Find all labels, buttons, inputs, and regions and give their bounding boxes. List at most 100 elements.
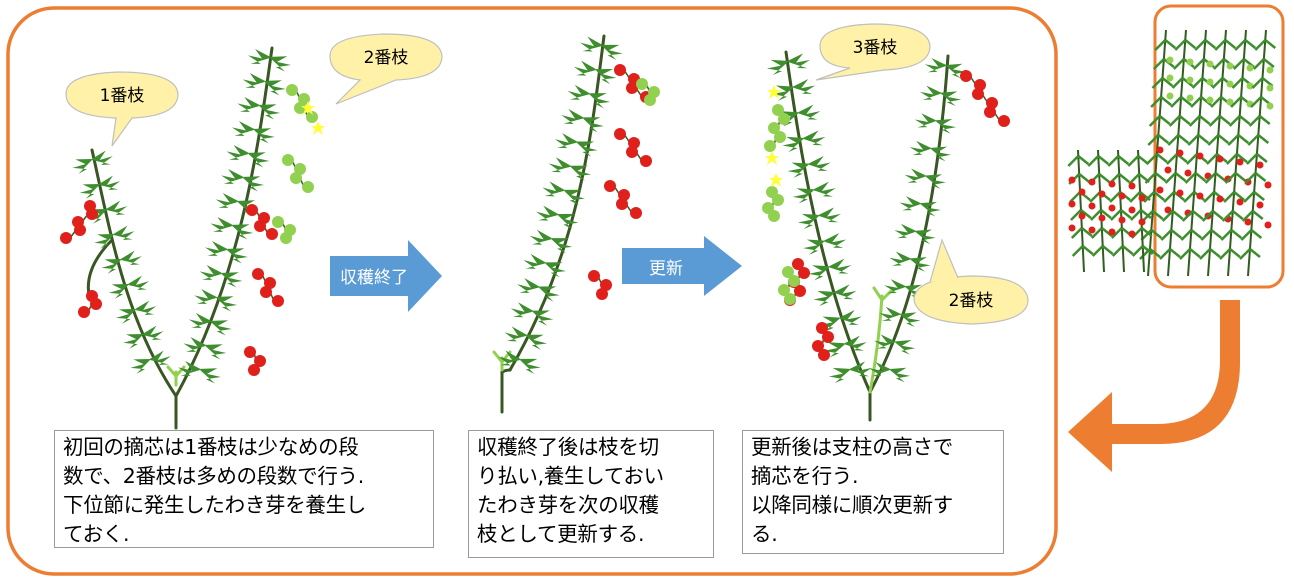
plant-stem bbox=[1236, 153, 1248, 163]
red-fruit bbox=[640, 155, 652, 167]
plant-stem bbox=[1153, 191, 1165, 201]
leaf bbox=[801, 231, 848, 256]
leaf bbox=[515, 276, 562, 303]
callout-branch3-text: 3番枝 bbox=[853, 38, 898, 58]
plant-stem bbox=[1170, 96, 1182, 108]
plant-fruit bbox=[1244, 218, 1252, 226]
plant-stem bbox=[1100, 209, 1112, 219]
plant-stem bbox=[1238, 115, 1251, 125]
plant-stem bbox=[1184, 172, 1197, 184]
arrow-harvest-end: 収穫終了 bbox=[330, 240, 442, 312]
green-fruit bbox=[764, 140, 776, 152]
plant-stem bbox=[1190, 229, 1203, 239]
plant-stem bbox=[1156, 153, 1168, 163]
plant-fruit bbox=[1108, 180, 1116, 188]
plant-stem bbox=[1206, 153, 1218, 165]
red-fruit bbox=[960, 70, 972, 82]
green-fruit bbox=[644, 94, 656, 106]
red-fruit bbox=[798, 267, 810, 279]
plant-stem bbox=[1210, 96, 1222, 108]
plant-fruit bbox=[1138, 218, 1146, 226]
plant-stem bbox=[1146, 153, 1158, 165]
plant-fruit bbox=[1078, 212, 1086, 220]
plant-stem bbox=[1219, 248, 1231, 260]
plant-fruit bbox=[1246, 64, 1254, 72]
plant-stem bbox=[1178, 115, 1191, 125]
leaf bbox=[908, 139, 953, 163]
plant-stem bbox=[1164, 39, 1177, 49]
plant-fruit bbox=[1236, 158, 1244, 166]
plant-stem bbox=[1194, 172, 1207, 182]
red-fruit bbox=[812, 340, 824, 352]
plant-fruit bbox=[1166, 92, 1174, 100]
plant-stem bbox=[1197, 134, 1210, 144]
callout-branch1-text: 1番枝 bbox=[100, 86, 145, 106]
plant-fruit bbox=[1088, 178, 1096, 186]
plant-stem bbox=[1171, 77, 1184, 89]
caption-initial-topping: 初回の摘芯は1番枝は少なめの段 数で、2番枝は多めの段数で行う. 下位節に発生し… bbox=[54, 430, 434, 548]
plant-stem bbox=[1158, 115, 1171, 125]
plant-stem bbox=[1159, 248, 1171, 260]
flower bbox=[301, 101, 315, 115]
plant-fruit bbox=[1226, 80, 1234, 88]
red-fruit bbox=[986, 97, 998, 109]
plant-stem bbox=[1166, 153, 1178, 165]
plant-stem bbox=[1157, 134, 1170, 144]
plant-stem bbox=[1081, 245, 1094, 255]
caption-after-renewal: 更新後は支柱の高さで 摘芯を行う. 以降同様に順次更新す る. bbox=[742, 430, 1004, 554]
green-fruit bbox=[280, 232, 292, 244]
plant-fruit bbox=[1068, 224, 1076, 232]
plant-stem bbox=[1254, 39, 1267, 51]
fruit-clusters bbox=[60, 64, 1010, 376]
plant-fruit bbox=[1118, 192, 1126, 200]
tomato-plant-icon bbox=[1067, 29, 1277, 277]
plant-stem bbox=[1097, 155, 1110, 165]
plant-stem bbox=[1204, 172, 1217, 184]
plant-stem bbox=[1180, 96, 1192, 106]
red-fruit bbox=[628, 137, 640, 149]
callout-branch3: 3番枝 bbox=[815, 23, 931, 81]
green-fruit bbox=[636, 78, 648, 90]
red-fruit bbox=[90, 298, 102, 310]
plant-stem bbox=[1254, 172, 1267, 182]
plant-stem bbox=[1211, 77, 1224, 89]
plant-stem bbox=[1184, 39, 1197, 49]
leaf bbox=[240, 71, 288, 97]
plant-fruit bbox=[1216, 195, 1224, 203]
plant-stem bbox=[1198, 115, 1211, 125]
plant-stem bbox=[1208, 115, 1221, 127]
plant-stem bbox=[1151, 210, 1164, 220]
plant-stem bbox=[1148, 115, 1161, 127]
plant-stem bbox=[1160, 96, 1172, 106]
plant-fruit bbox=[1184, 169, 1192, 177]
plant-stem bbox=[1187, 134, 1200, 146]
plant-stem bbox=[1251, 77, 1264, 89]
plant-stem bbox=[1200, 229, 1213, 241]
plant-fruit bbox=[1164, 166, 1172, 174]
plant-stem bbox=[1147, 134, 1160, 146]
plant-stem bbox=[1189, 248, 1201, 258]
plant-stem bbox=[1139, 191, 1151, 201]
callout-branch2-bottom-text: 2番枝 bbox=[949, 291, 994, 311]
red-fruit bbox=[972, 88, 984, 100]
plant-stem bbox=[1177, 134, 1190, 144]
plant-fruit bbox=[1206, 96, 1214, 104]
red-fruit bbox=[600, 279, 612, 291]
plant-stem bbox=[1172, 58, 1185, 70]
red-fruit bbox=[818, 349, 830, 361]
arrow-renewal-label: 更新 bbox=[649, 259, 683, 279]
plant-stem bbox=[1191, 210, 1204, 220]
plant-fruit bbox=[1216, 155, 1224, 163]
plant-stem bbox=[1161, 77, 1174, 87]
red-fruit bbox=[614, 64, 626, 76]
leaf bbox=[913, 112, 958, 135]
plant-fruit bbox=[1166, 74, 1174, 82]
red-fruit bbox=[78, 306, 90, 318]
plant-stem bbox=[1227, 134, 1240, 146]
plant-stem bbox=[1078, 173, 1090, 183]
red-fruit bbox=[974, 79, 986, 91]
plant-fruit bbox=[1196, 192, 1204, 200]
stage3-new-branch bbox=[868, 286, 894, 394]
plant-stem bbox=[1121, 245, 1134, 255]
plant-stem bbox=[1090, 227, 1103, 239]
